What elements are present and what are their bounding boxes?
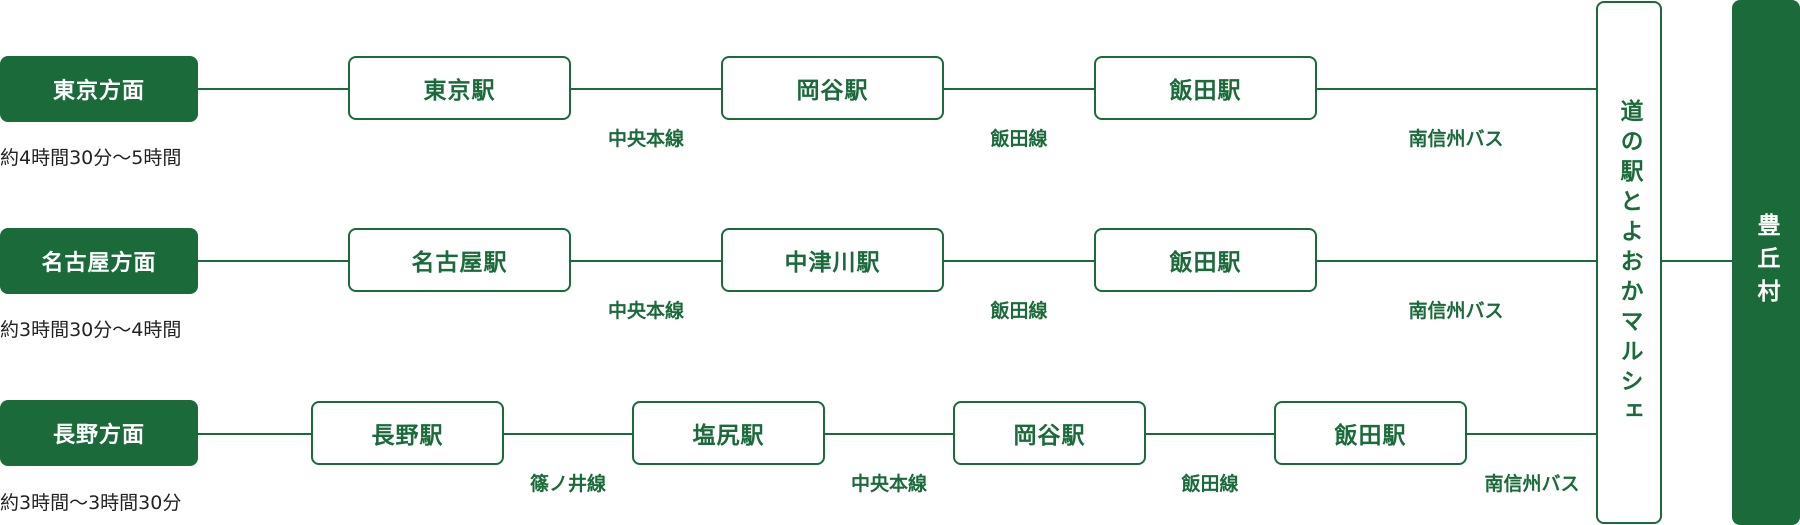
station-okaya: 岡谷駅 bbox=[953, 401, 1146, 465]
transfer-point-label: 道の駅とよおかマルシェ bbox=[1616, 99, 1642, 429]
rail-label: 中央本線 bbox=[607, 300, 685, 322]
duration-tokyo: 約4時間30分～5時間 bbox=[0, 147, 182, 169]
destination-box: 豊丘村 bbox=[1732, 0, 1800, 525]
transfer-point-box: 道の駅とよおかマルシェ bbox=[1596, 1, 1662, 524]
duration-nagoya: 約3時間30分～4時間 bbox=[0, 319, 182, 341]
destination-label: 豊丘村 bbox=[1753, 213, 1779, 312]
station-iida: 飯田駅 bbox=[1094, 56, 1317, 120]
station-okaya: 岡谷駅 bbox=[721, 56, 944, 120]
station-shiojiri: 塩尻駅 bbox=[632, 401, 825, 465]
origin-nagoya: 名古屋方面 bbox=[0, 228, 198, 294]
station-tokyo: 東京駅 bbox=[348, 56, 571, 120]
bus-label: 南信州バス bbox=[1408, 128, 1504, 150]
rail-label: 飯田線 bbox=[1181, 473, 1239, 495]
rail-label: 飯田線 bbox=[990, 300, 1048, 322]
station-iida: 飯田駅 bbox=[1094, 228, 1317, 292]
bus-label: 南信州バス bbox=[1408, 300, 1504, 322]
rail-label: 飯田線 bbox=[990, 128, 1048, 150]
rail-label: 篠ノ井線 bbox=[529, 473, 607, 495]
route-line-nagano bbox=[198, 433, 1596, 435]
origin-nagano: 長野方面 bbox=[0, 400, 198, 466]
rail-label: 中央本線 bbox=[607, 128, 685, 150]
station-nakatsugawa: 中津川駅 bbox=[721, 228, 944, 292]
station-iida: 飯田駅 bbox=[1274, 401, 1467, 465]
duration-nagano: 約3時間～3時間30分 bbox=[0, 492, 182, 514]
station-nagoya: 名古屋駅 bbox=[348, 228, 571, 292]
connector-line-destination bbox=[1662, 260, 1732, 262]
station-nagano: 長野駅 bbox=[311, 401, 504, 465]
origin-tokyo: 東京方面 bbox=[0, 56, 198, 122]
rail-label: 中央本線 bbox=[850, 473, 928, 495]
bus-label: 南信州バス bbox=[1484, 473, 1580, 495]
